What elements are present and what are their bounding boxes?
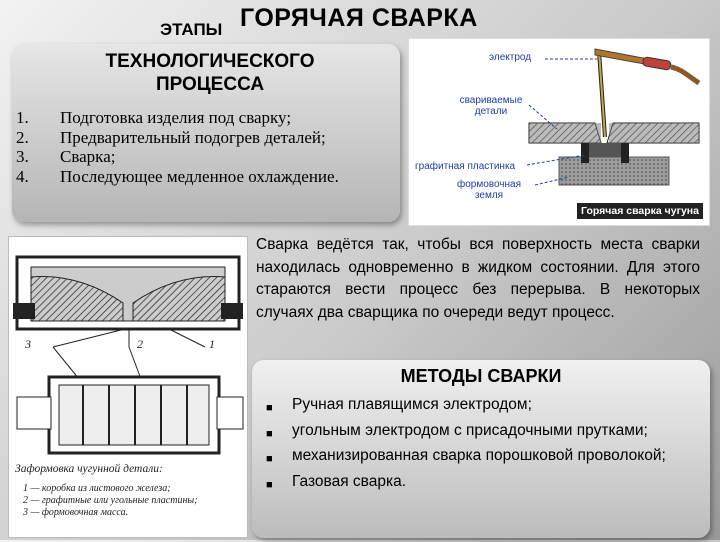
label-graphite-plate: графитная пластинка [415,161,516,172]
label-welded-parts: свариваемые детали [459,95,523,117]
square-bullet-icon: ■ [266,478,273,491]
figure-caption-left: Заформовка чугунной детали: [15,463,163,475]
figure-caption: Горячая сварка чугуна [577,203,703,219]
subtitle-line-1: ТЕХНОЛОГИЧЕСКОГО [105,51,315,72]
subtitle-line-2: ПРОЦЕССА [155,74,265,95]
list-item: 1.Подготовка изделия под сварку; [16,108,292,127]
label-electrode: электрод [489,52,532,63]
list-item: ■Газовая сварка. [266,471,706,497]
list-item: 3.Сварка; [16,147,116,166]
list-item: ■Ручная плавящимся электродом; [266,394,706,420]
label-molding-earth: формовочная земля [456,179,522,201]
stages-subtitle: ТЕХНОЛОГИЧЕСКОГО ПРОЦЕССА [60,50,360,96]
welding-illustration [526,48,701,186]
marker-3: 3 [25,337,31,351]
molding-diagram: 3 2 1 Заформовка чугунной детали: 1 — ко… [8,236,248,538]
list-item: ■угольным электродом с присадочными прут… [266,420,706,446]
legend-item: 1 — коробка из листового железа; [23,483,171,494]
stages-heading: ЭТАПЫ [160,20,223,39]
list-item: 2.Предварительный подогрев деталей; [16,127,326,147]
stages-list: 1.Подготовка изделия под сварку; 2.Предв… [16,108,396,186]
stages-panel [12,44,400,222]
square-bullet-icon: ■ [266,427,273,440]
figure-legend: 1 — коробка из листового железа; 2 — гра… [23,483,243,519]
legend-item: 2 — графитные или угольные пластины; [23,495,198,506]
marker-2: 2 [137,337,143,351]
page-title: ГОРЯЧАЯ СВАРКА [240,4,478,32]
square-bullet-icon: ■ [266,453,273,465]
list-item: 4.Последующее медленное охлаждение. [16,166,339,186]
methods-panel [252,360,710,538]
list-item: ■механизированная сварка порошковой пров… [266,445,706,471]
legend-item: 3 — формовочная масса. [23,507,129,518]
methods-title: МЕТОДЫ СВАРКИ [400,366,562,386]
methods-list: ■Ручная плавящимся электродом; ■угольным… [266,394,706,496]
hot-welding-diagram: электрод свариваемые детали графитная пл… [408,38,710,226]
square-bullet-icon: ■ [266,402,273,414]
marker-1: 1 [209,337,215,351]
molding-illustration [13,255,244,455]
description-text: Сварка ведётся так, чтобы вся поверхност… [256,236,700,321]
